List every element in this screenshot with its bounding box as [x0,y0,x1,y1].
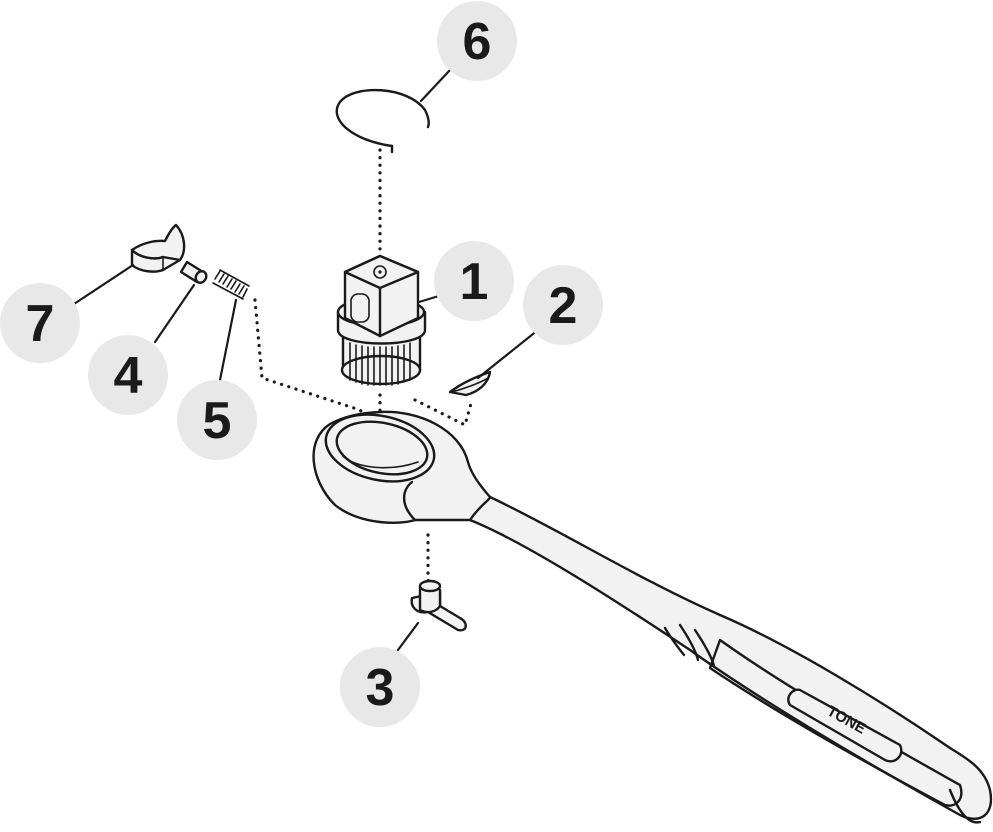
callout-7: 7 [0,283,80,363]
callout-number: 3 [366,659,395,717]
plunger-pin-part [179,260,208,284]
pawl-part [448,370,492,397]
callout-6: 6 [437,1,517,81]
snap-ring-part [335,88,430,154]
callout-1: 1 [434,241,514,321]
ratchet-handle-body: TONE [312,410,993,824]
callout-number: 6 [463,13,492,71]
callout-number: 1 [460,253,489,311]
callout-2: 2 [523,265,603,345]
callout-number: 5 [203,392,232,450]
callout-number: 2 [549,277,578,335]
callout-4: 4 [88,335,168,415]
callout-number: 4 [114,347,143,405]
callout-3: 3 [340,647,420,727]
switch-lever-part [130,223,186,273]
callout-number: 7 [26,295,55,353]
spring-part [212,269,250,300]
drive-gear-part [336,254,427,386]
reversing-switch-part [410,579,467,632]
callout-5: 5 [177,380,257,460]
leader-lines [72,68,540,652]
